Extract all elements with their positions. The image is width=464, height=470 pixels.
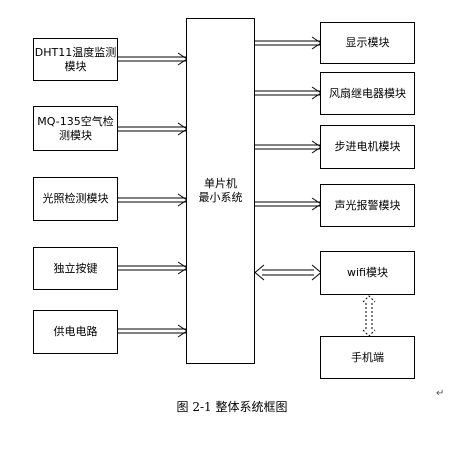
key-module-label: 独立按键 (53, 261, 98, 275)
arrow-mcu-to-alarm (254, 197, 322, 211)
wifi-module-box: wifi模块 (320, 251, 415, 295)
arrow-mq135-to-mcu (117, 122, 188, 136)
stepper-motor-module-box: 步进电机模块 (320, 125, 415, 169)
fan-relay-module-label: 风扇继电器模块 (329, 86, 406, 100)
stepper-motor-module-label: 步进电机模块 (334, 140, 401, 153)
power-module-label: 供电电路 (53, 325, 98, 338)
alarm-module-label: 声光报警模块 (334, 198, 401, 212)
mcu-label-line1: 单片机 (204, 177, 237, 190)
dht11-module-label: DHT11温度监测模块 (34, 45, 117, 73)
phone-box: 手机端 (320, 336, 415, 379)
arrow-mcu-to-fan (254, 86, 322, 100)
arrow-power-to-mcu (117, 324, 188, 338)
phone-label: 手机端 (351, 350, 384, 364)
power-module-box: 供电电路 (33, 310, 118, 354)
figure-caption: 图 2-1 整体系统框图 (0, 398, 464, 415)
arrow-mcu-to-display (254, 36, 322, 50)
mq135-module-box: MQ-135空气检测模块 (33, 106, 118, 151)
arrow-key-to-mcu (117, 261, 188, 275)
fan-relay-module-box: 风扇继电器模块 (320, 72, 415, 115)
arrow-mcu-to-stepper (254, 140, 322, 154)
arrow-dht11-to-mcu (117, 52, 188, 66)
light-module-label: 光照检测模块 (42, 192, 109, 205)
mcu-minimum-system-box: 单片机 最小系统 (186, 18, 255, 364)
alarm-module-box: 声光报警模块 (320, 184, 415, 227)
wifi-module-label: wifi模块 (347, 266, 388, 279)
display-module-label: 显示模块 (345, 36, 390, 49)
display-module-box: 显示模块 (320, 22, 415, 64)
light-module-box: 光照检测模块 (33, 177, 118, 221)
dht11-module-box: DHT11温度监测模块 (33, 38, 118, 81)
figure-caption-text: 图 2-1 整体系统框图 (176, 400, 288, 414)
mcu-label-line2: 最小系统 (198, 191, 243, 204)
key-module-box: 独立按键 (33, 247, 118, 290)
arrow-light-to-mcu (117, 193, 188, 207)
arrow-wifi-phone-wireless (362, 295, 376, 337)
paragraph-mark: ↵ (436, 388, 445, 399)
mq135-module-label: MQ-135空气检测模块 (37, 114, 114, 142)
arrow-mcu-wifi-bidirectional (254, 264, 322, 281)
